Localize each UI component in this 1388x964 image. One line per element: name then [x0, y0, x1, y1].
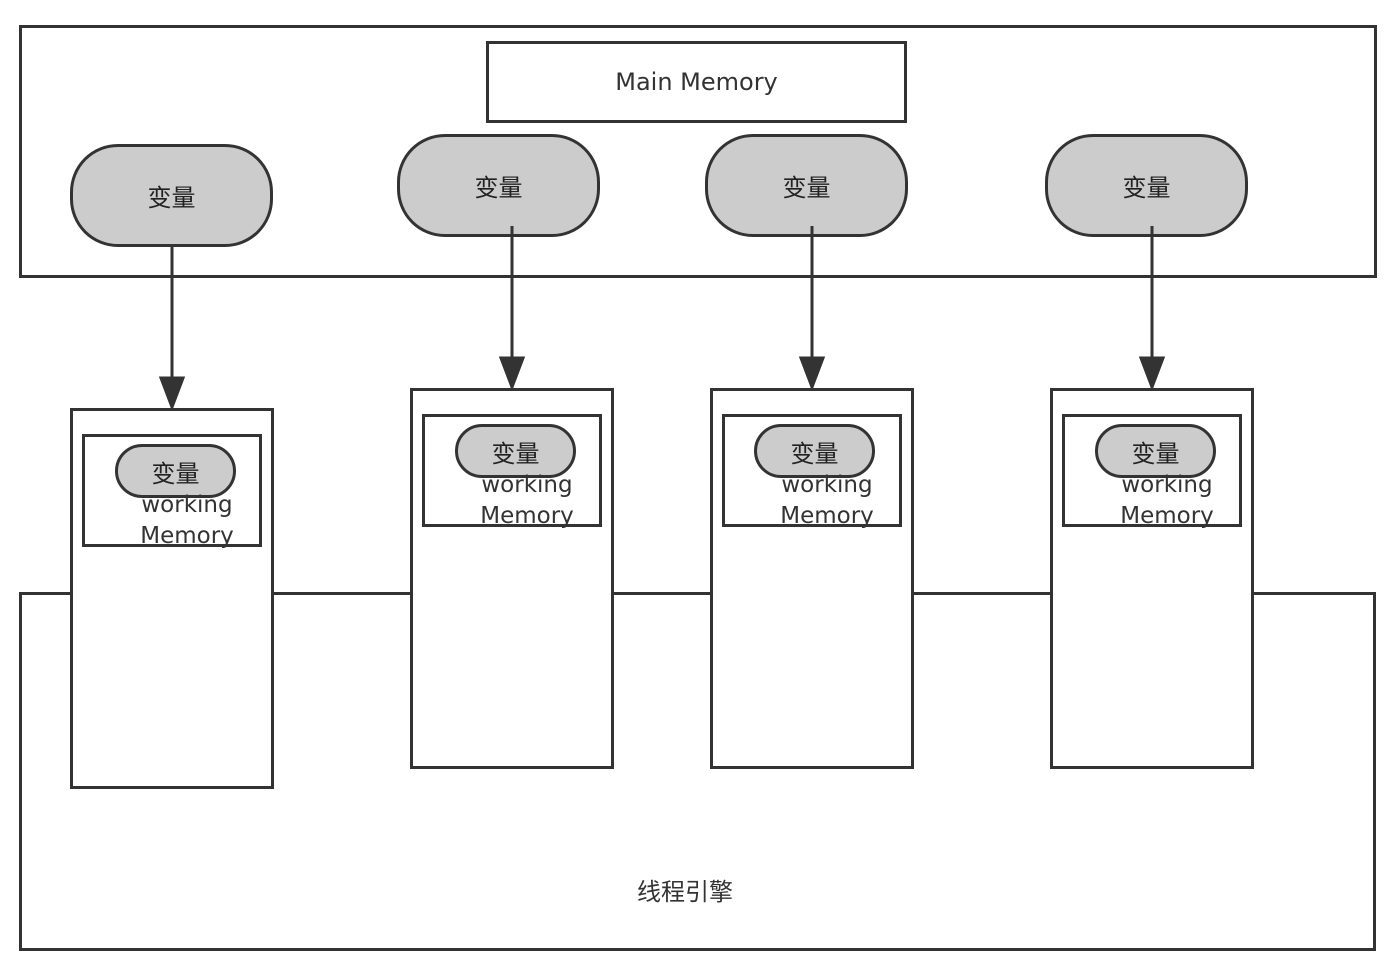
working-memory-line1-1: working [141, 492, 233, 518]
main-variable-3-label: 变量 [782, 174, 831, 202]
main-variable-1-label: 变量 [147, 184, 196, 212]
working-variable-4: 变量 [1095, 424, 1216, 478]
working-memory-line2-1: Memory [140, 523, 234, 549]
working-memory-line1-4: working [1121, 472, 1213, 498]
working-memory-label-2: working Memory [447, 470, 607, 532]
arrow-1-head [158, 376, 186, 412]
working-variable-1: 变量 [115, 444, 236, 498]
working-memory-box-4 [1062, 414, 1242, 527]
working-memory-label-3: working Memory [747, 470, 907, 532]
main-variable-1: 变量 [70, 144, 273, 247]
main-memory-title-box: Main Memory [486, 41, 907, 123]
working-memory-line1-2: working [481, 472, 573, 498]
working-memory-label-4: working Memory [1087, 470, 1247, 532]
main-variable-3: 变量 [705, 134, 908, 237]
working-memory-line2-2: Memory [480, 503, 574, 529]
working-variable-2-label: 变量 [491, 439, 540, 468]
working-variable-4-label: 变量 [1131, 439, 1180, 468]
working-variable-3-label: 变量 [790, 439, 839, 468]
main-variable-2-label: 变量 [474, 174, 523, 202]
working-memory-line1-3: working [781, 472, 873, 498]
working-memory-line2-4: Memory [1120, 503, 1214, 529]
working-memory-line2-3: Memory [780, 503, 874, 529]
main-variable-4: 变量 [1045, 134, 1248, 237]
thread-engine-label: 线程引擎 [637, 878, 733, 906]
main-variable-4-label: 变量 [1122, 174, 1171, 202]
arrow-3-head [798, 356, 826, 392]
working-variable-1-label: 变量 [151, 459, 200, 488]
working-variable-3: 变量 [754, 424, 875, 478]
main-memory-title: Main Memory [615, 68, 778, 96]
working-memory-label-1: working Memory [107, 490, 267, 552]
main-variable-2: 变量 [397, 134, 600, 237]
arrow-2-head [498, 356, 526, 392]
working-variable-2: 变量 [455, 424, 576, 478]
arrow-4-head [1138, 356, 1166, 392]
